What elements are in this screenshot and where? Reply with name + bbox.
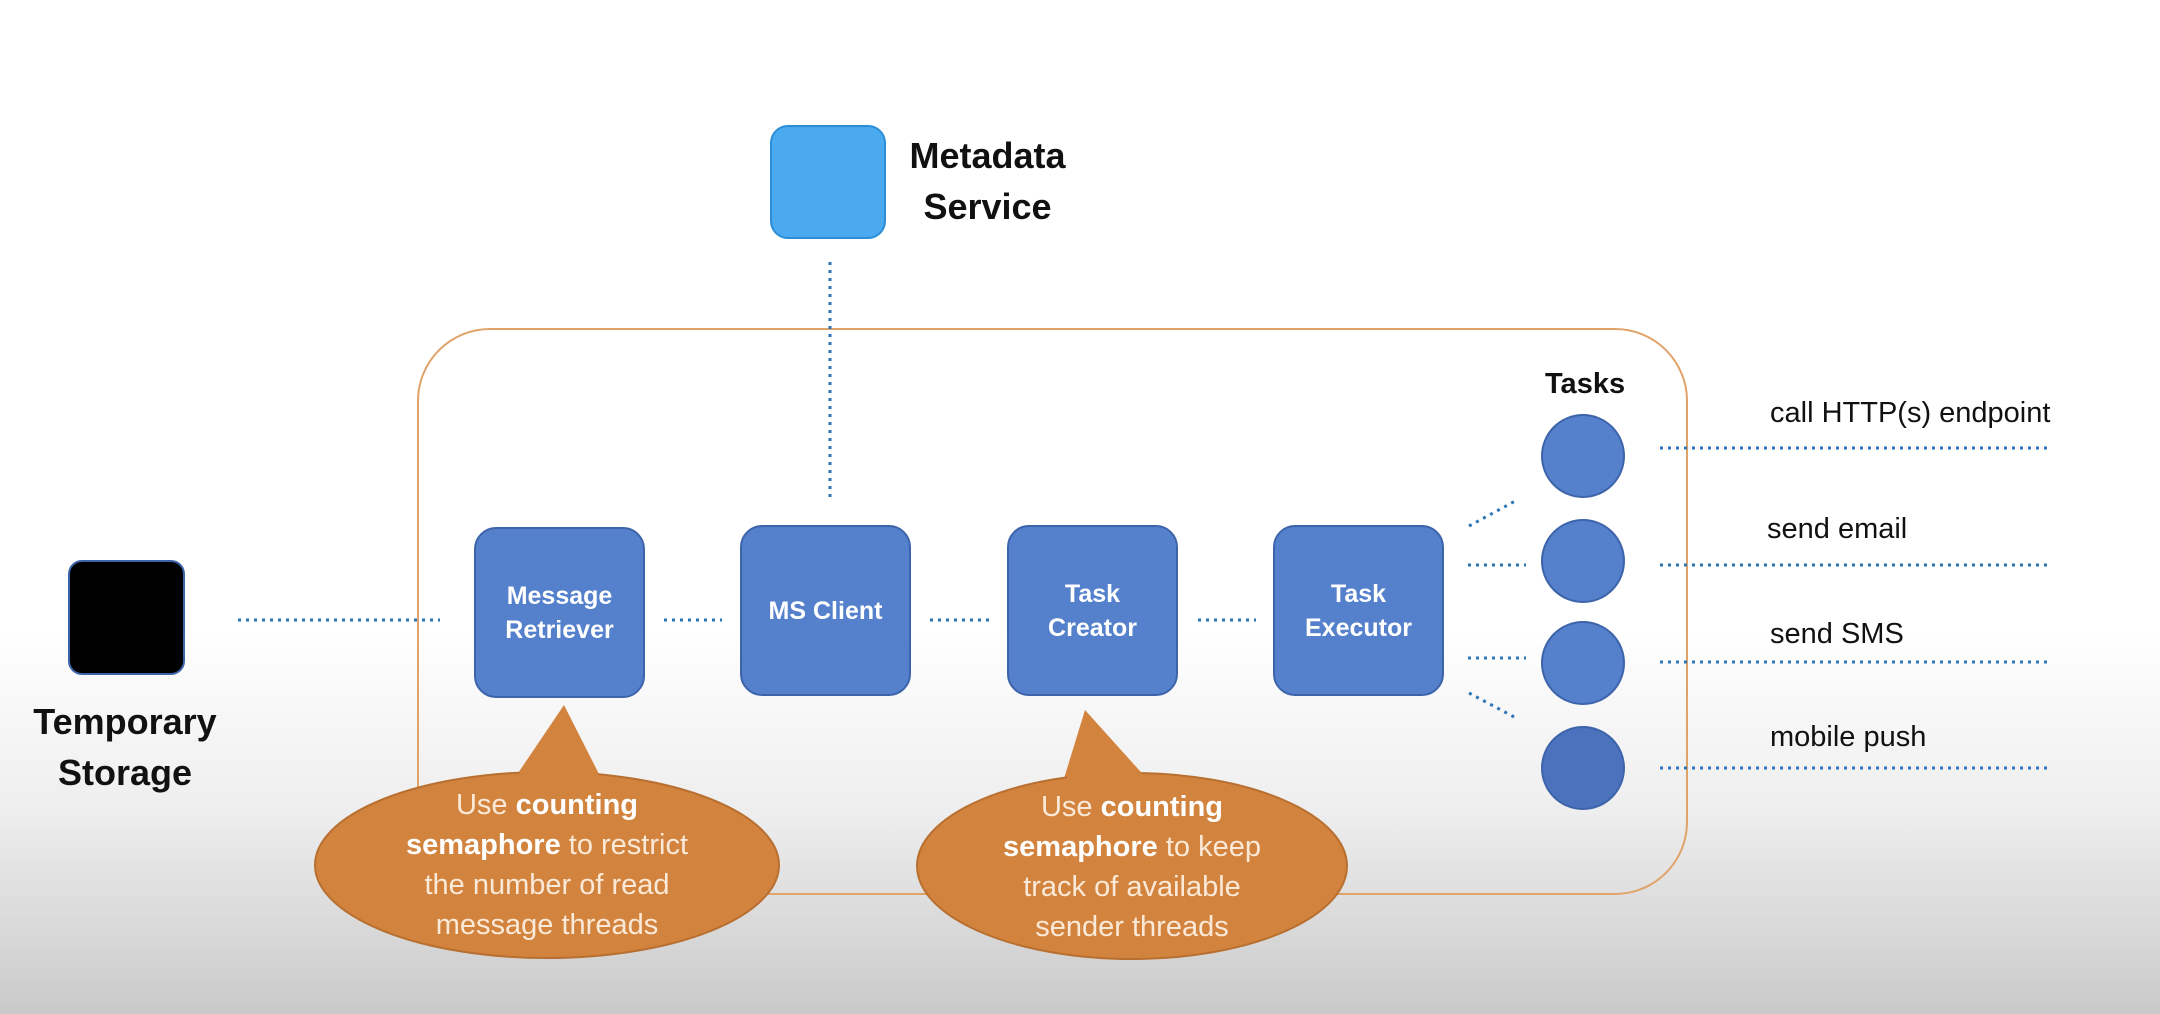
- ms-client-label: MS Client: [768, 596, 883, 625]
- message-retriever-node: Message Retriever: [474, 527, 645, 698]
- task-label-push: mobile push: [1770, 721, 1927, 753]
- temporary-storage-label-line1: Temporary: [33, 701, 217, 742]
- callout-1-post1: to restrict: [560, 829, 689, 861]
- task-label-email: send email: [1767, 513, 1908, 545]
- executor-task1-connector: [1468, 498, 1518, 528]
- callout-sender-threads-shape: [916, 710, 1348, 960]
- callout-read-threads-text: Use counting semaphore to restrict the n…: [345, 785, 749, 945]
- callout-1-line3: the number of read: [424, 869, 670, 901]
- message-retriever-line2: Retriever: [505, 615, 614, 644]
- metadata-service-label: Metadata Service: [895, 130, 1080, 232]
- callout-2-bold2: semaphore: [1003, 831, 1158, 863]
- callout-1-bold1: counting: [515, 789, 639, 821]
- task-circle-sms: [1541, 621, 1625, 705]
- task-executor-line1: Task: [1330, 579, 1387, 608]
- callout-2-bold1: counting: [1100, 791, 1224, 823]
- task-circle-email: [1541, 519, 1625, 603]
- temporary-storage-label-line2: Storage: [57, 752, 193, 793]
- task-creator-line2: Creator: [1048, 613, 1137, 642]
- message-retriever-line1: Message: [506, 581, 613, 610]
- task-creator-line1: Task: [1064, 579, 1121, 608]
- task-label-sms: send SMS: [1770, 618, 1904, 650]
- task-circle-http: [1541, 414, 1625, 498]
- temporary-storage-node: [68, 560, 185, 675]
- callout-read-threads-shape: [314, 705, 780, 959]
- metadata-service-node: [770, 125, 886, 239]
- callout-sender-threads-text: Use counting semaphore to keep track of …: [930, 787, 1334, 947]
- temporary-storage-label: Temporary Storage: [15, 696, 235, 798]
- callout-1-bold2: semaphore: [405, 829, 561, 861]
- executor-task4-connector: [1468, 691, 1519, 721]
- task-label-http: call HTTP(s) endpoint: [1770, 397, 2051, 429]
- task-executor-line2: Executor: [1305, 613, 1412, 642]
- task-circle-push: [1541, 726, 1625, 810]
- task-executor-node: Task Executor: [1273, 525, 1444, 696]
- tasks-title: Tasks: [1545, 368, 1626, 400]
- callout-2-line3: track of available: [1023, 871, 1241, 903]
- callout-1-pre: Use: [455, 789, 516, 821]
- ms-client-node: MS Client: [740, 525, 911, 696]
- callout-1-line4: message threads: [435, 909, 659, 941]
- callout-2-line4: sender threads: [1035, 911, 1229, 943]
- callout-2-pre: Use: [1040, 791, 1101, 823]
- metadata-service-label-line1: Metadata: [909, 135, 1066, 176]
- callout-2-post1: to keep: [1157, 831, 1261, 863]
- task-creator-node: Task Creator: [1007, 525, 1178, 696]
- metadata-service-label-line2: Service: [923, 186, 1052, 227]
